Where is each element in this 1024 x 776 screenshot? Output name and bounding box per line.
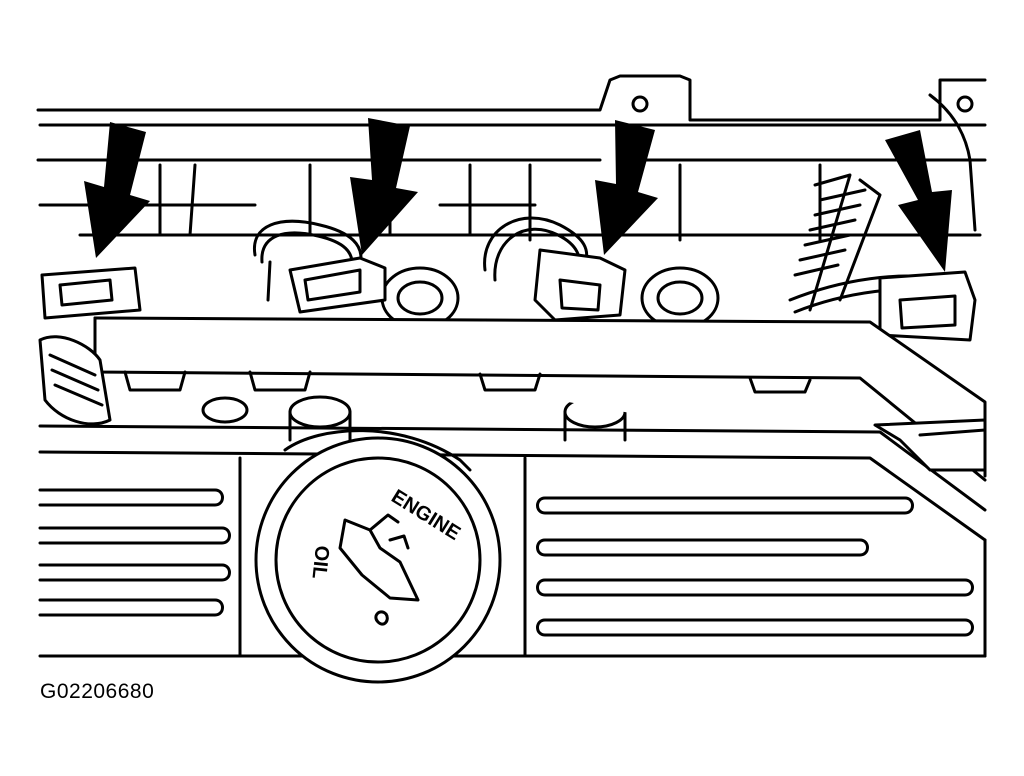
figure-id-label: G02206680 [40, 680, 155, 703]
indicator-arrows [84, 118, 952, 272]
arrow-down-icon [885, 130, 952, 272]
cover-fins-right [536, 496, 974, 637]
cover-fins-left [38, 488, 231, 617]
right-bracket [873, 418, 987, 472]
left-hose [38, 335, 112, 426]
valve-cover [38, 424, 987, 658]
upper-engine-lines [36, 74, 987, 242]
arrow-down-icon [350, 118, 418, 255]
injector-connectors [40, 248, 977, 342]
oil-can-icon [338, 513, 420, 626]
cap-text-oil: OIL [308, 544, 333, 579]
oil-filler-cap [254, 429, 502, 684]
arrow-down-icon [595, 120, 658, 255]
arrow-down-icon [84, 122, 150, 258]
